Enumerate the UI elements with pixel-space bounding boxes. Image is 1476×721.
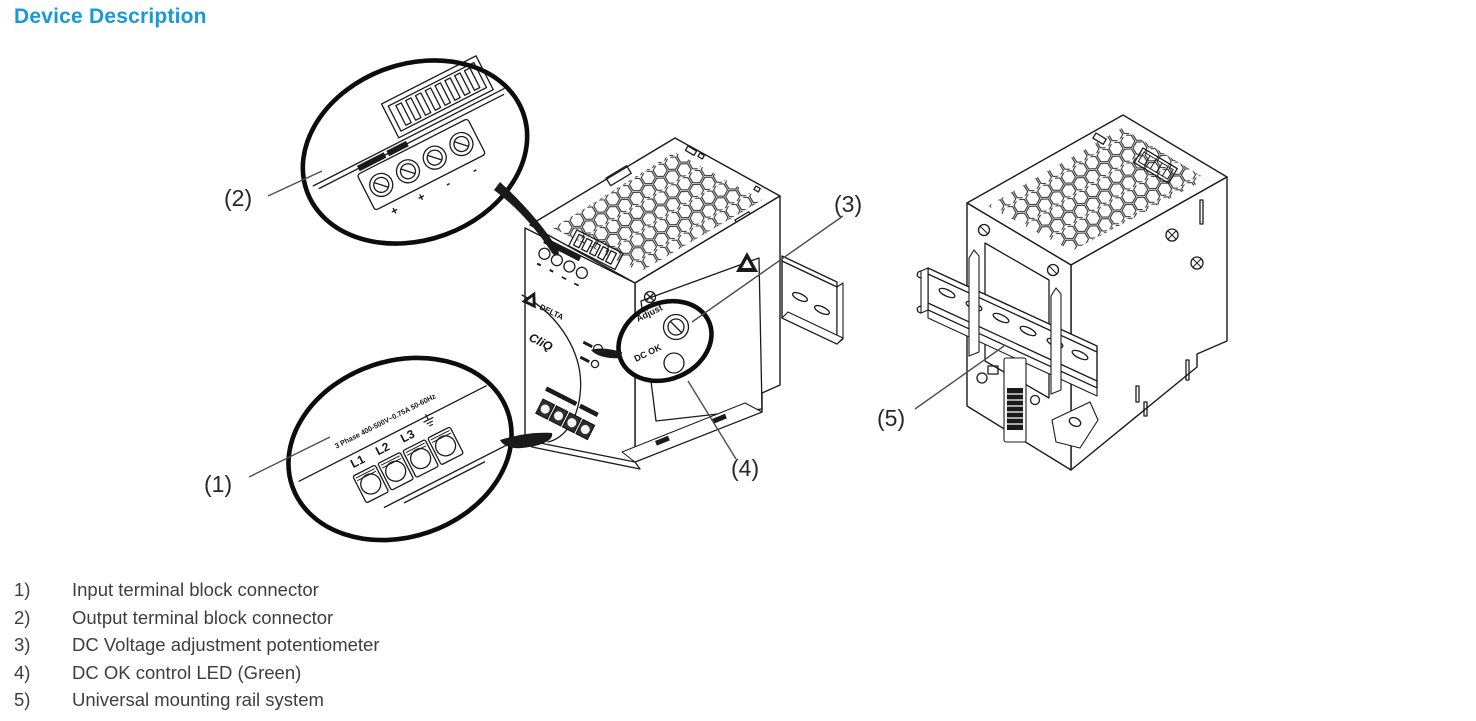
magnifier-input-terminal: 3 Phase 400-500V~0.75A 50-60Hz L1 L2 L3 xyxy=(286,355,553,543)
page-title: Device Description xyxy=(14,5,207,28)
legend-number: 1) xyxy=(14,579,31,600)
vent-grill xyxy=(380,55,494,139)
rail-clip-foot xyxy=(1051,401,1099,449)
leader-line-2 xyxy=(267,170,323,197)
output-terminal-block xyxy=(356,118,486,211)
rail-hooks xyxy=(968,249,1062,395)
svg-text:L1: L1 xyxy=(348,452,367,471)
dc-ok-led xyxy=(663,352,685,374)
legend-number: 2) xyxy=(14,606,31,628)
legend-item-2: 2) Output terminal block connector xyxy=(14,604,379,632)
front-input-terminal xyxy=(535,386,599,441)
svg-text:L3: L3 xyxy=(398,427,417,446)
callout-label-1: (1) xyxy=(204,471,232,497)
callout-label-4: (4) xyxy=(731,455,759,481)
ground-symbol-icon xyxy=(423,413,434,427)
legend-number: 5) xyxy=(14,689,31,710)
legend-text: Output terminal block connector xyxy=(72,606,334,628)
legend-text: DC OK control LED (Green) xyxy=(72,661,302,683)
leader-line-3 xyxy=(691,215,844,323)
legend-item-5: 5) Universal mounting rail system xyxy=(14,686,379,714)
legend-number: 4) xyxy=(14,661,31,683)
callout-label-2: (2) xyxy=(224,185,252,211)
adjust-potentiometer xyxy=(662,313,690,341)
magnifier-adjust-dcok: Adjust DC OK xyxy=(591,298,714,384)
right-device-drawing xyxy=(916,114,1228,471)
callout-label-5: (5) xyxy=(877,405,905,431)
legend-text: Input terminal block connector xyxy=(72,579,319,600)
leader-line-4 xyxy=(687,380,737,460)
legend-text: Universal mounting rail system xyxy=(72,689,324,710)
svg-text:-: - xyxy=(470,163,480,177)
legend-list: 1) Input terminal block connector 2) Out… xyxy=(14,576,379,714)
input-terminal-block xyxy=(352,426,464,503)
legend-item-1: 1) Input terminal block connector xyxy=(14,576,379,604)
leader-line-5 xyxy=(914,345,1005,410)
callouts: (1) (2) (3) (4) (5) xyxy=(204,170,1005,497)
svg-text:-: - xyxy=(443,176,453,190)
rail-clip-slider xyxy=(987,357,1027,443)
legend-item-3: 3) DC Voltage adjustment potentiometer xyxy=(14,631,379,659)
din-rail-stub xyxy=(781,255,844,345)
legend-number: 3) xyxy=(14,634,31,655)
leader-line-1 xyxy=(248,436,331,478)
din-rail-end-cap xyxy=(916,267,929,314)
magnifier-output-content: + + - - xyxy=(312,55,505,219)
legend-text: DC Voltage adjustment potentiometer xyxy=(72,634,380,655)
legend-item-4: 4) DC OK control LED (Green) xyxy=(14,659,379,687)
front-face: DELTA CliQ xyxy=(521,227,636,463)
top-grill-block xyxy=(1133,147,1178,184)
warning-triangle-icon xyxy=(736,252,758,272)
input-terminal-labels: L1 L2 L3 xyxy=(348,427,417,471)
callout-label-3: (3) xyxy=(834,191,862,217)
magnifier-output-terminal: + + - - xyxy=(300,55,559,256)
svg-text:L2: L2 xyxy=(373,439,392,458)
